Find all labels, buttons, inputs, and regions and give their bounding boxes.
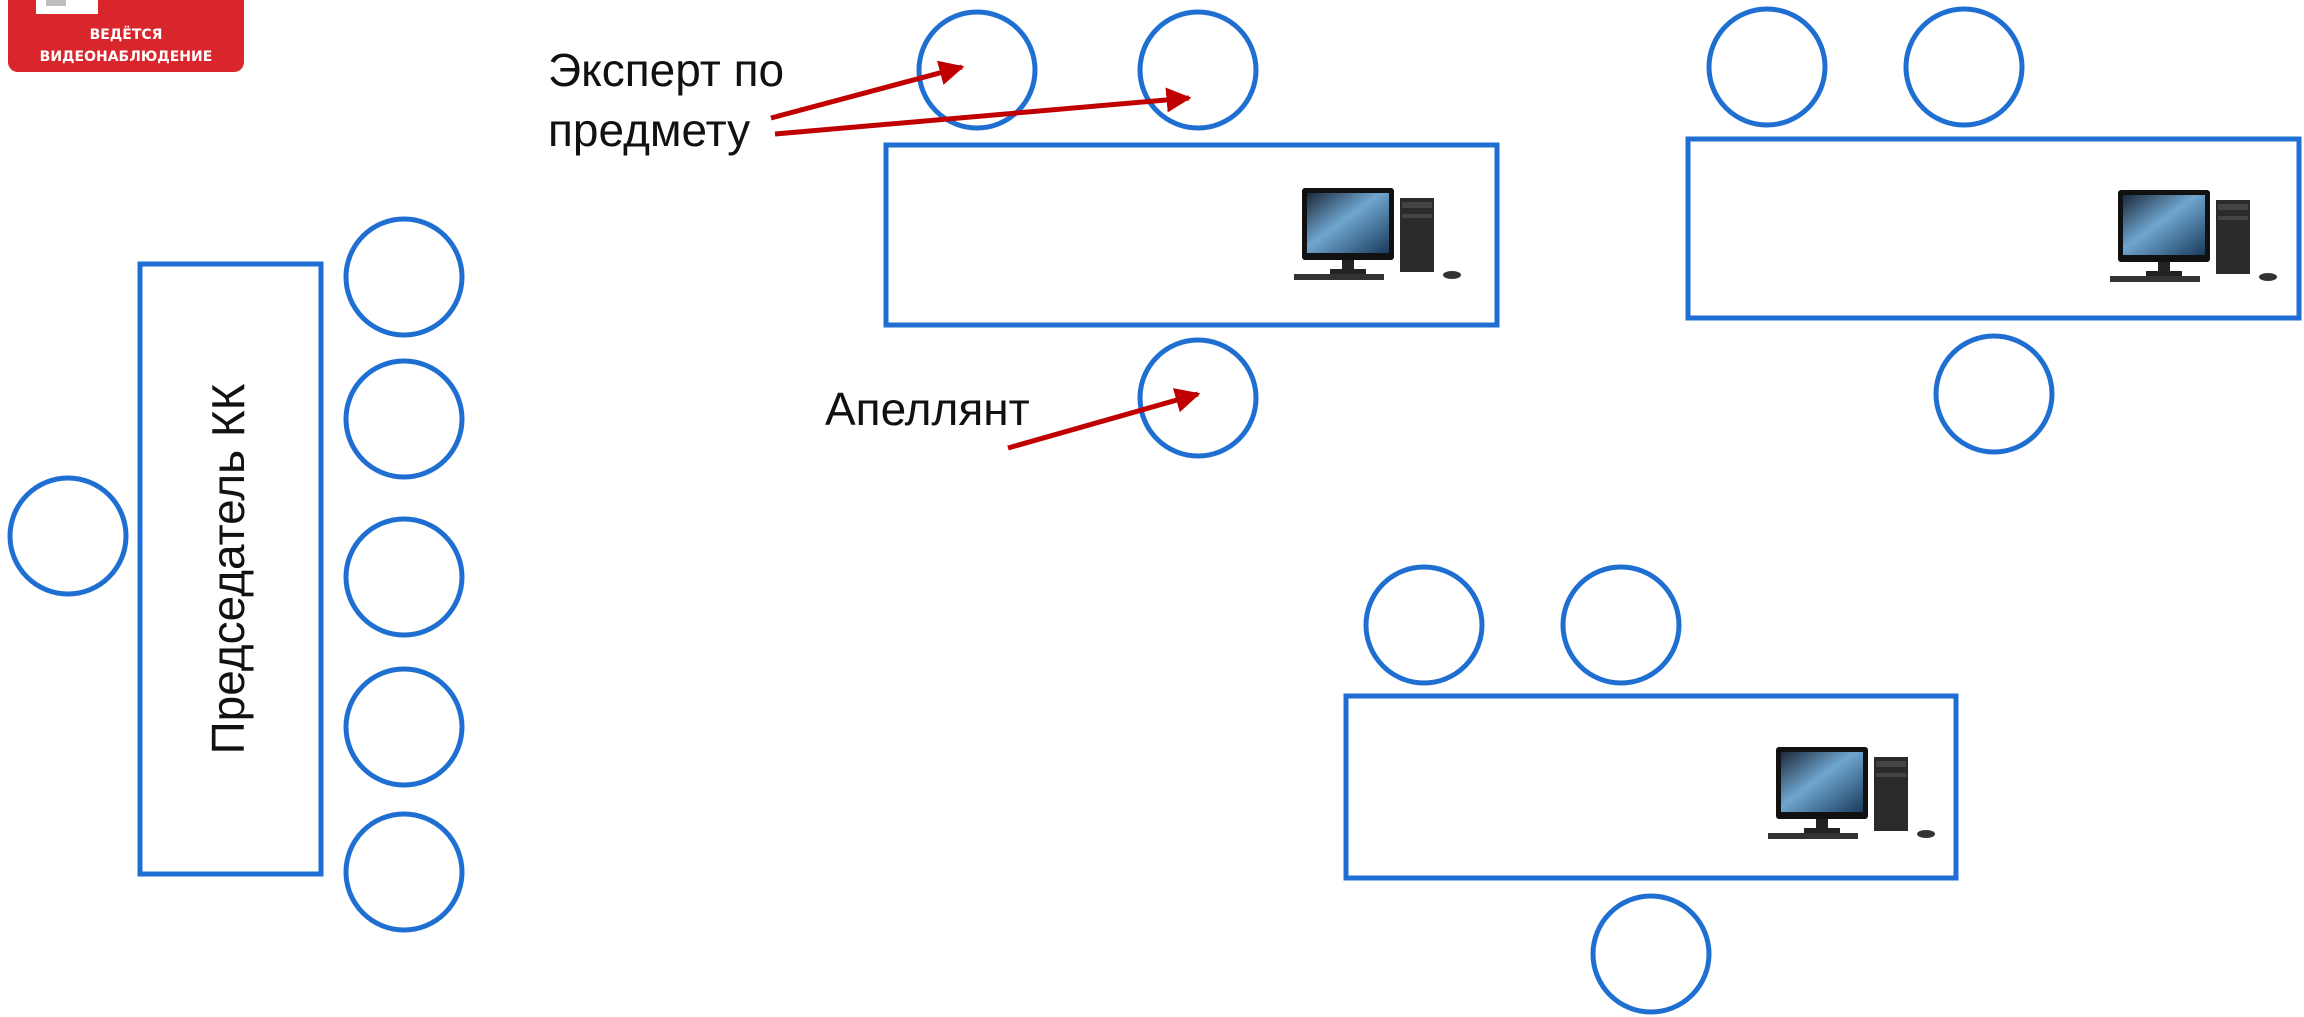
video-surveillance-sign: ВЕДЁТСЯ ВИДЕОНАБЛЮДЕНИЕ [8,0,244,72]
expert-label-line-1: Эксперт по [548,44,784,96]
commission-seat-4 [343,666,465,788]
camera-icon [46,0,66,6]
expert-arrow-1 [770,60,965,121]
chair-label: Председатель КК [202,383,254,754]
commission-seat-1 [343,216,465,338]
sign-line-1: ВЕДЁТСЯ [90,26,163,43]
chair-seat [7,475,129,597]
sign-line-2: ВИДЕОНАБЛЮДЕНИЕ [40,49,213,65]
appellant-seat-2 [1933,333,2055,455]
workstation-3 [1343,693,1959,881]
expert-seat-3a [1363,564,1485,686]
workstation-2 [1685,136,2302,321]
expert-label-line-2: предмету [548,104,750,156]
chair-table: Председатель КК [137,261,324,877]
appellant-label: Апеллянт [825,383,1030,435]
appellant-seat-1 [1137,337,1259,459]
expert-seat-3b [1560,564,1682,686]
commission-seat-5 [343,811,465,933]
expert-seat-1b [1137,9,1259,131]
workstation-1 [883,142,1500,328]
expert-arrow-2 [774,87,1192,137]
appellant-seat-3 [1590,893,1712,1015]
expert-seat-1a [916,9,1038,131]
expert-seat-2a [1706,6,1828,128]
appellant-arrow [1007,388,1201,451]
expert-seat-2b [1903,6,2025,128]
commission-seat-3 [343,516,465,638]
commission-seat-2 [343,358,465,480]
